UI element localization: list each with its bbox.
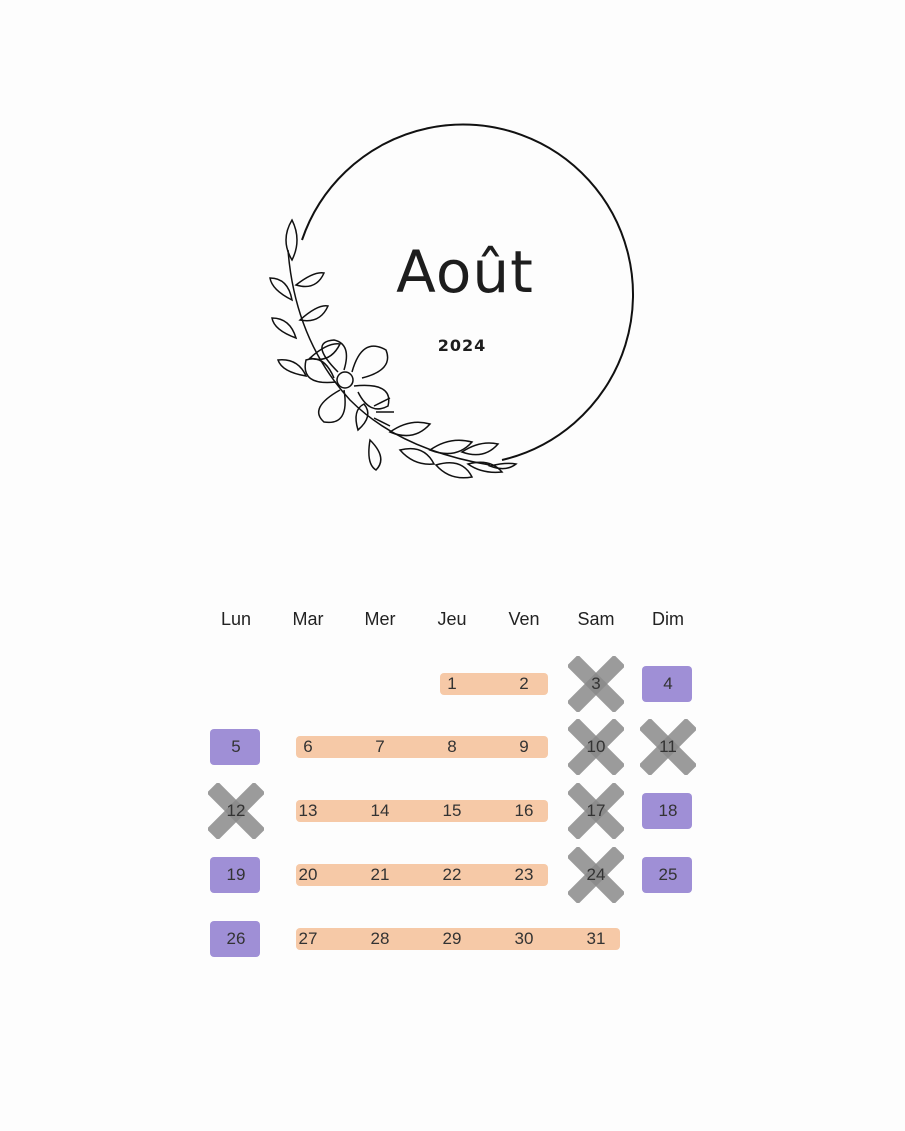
highlight-square: [642, 793, 692, 829]
cross-mark-icon: [640, 719, 696, 775]
day-number: 27: [298, 929, 318, 948]
day-number: 19: [226, 865, 246, 884]
weekday-label: Mer: [364, 609, 396, 629]
day-number: 28: [370, 929, 390, 948]
day-number: 4: [663, 674, 673, 693]
cross-mark-icon: [568, 847, 624, 903]
highlight-range: [440, 673, 548, 695]
day-number: 1: [447, 674, 457, 693]
cross-mark-icon: [568, 719, 624, 775]
day-number: 8: [447, 737, 457, 756]
day-number: 3: [591, 674, 601, 693]
weekday-label: Ven: [508, 609, 540, 629]
day-number: 26: [226, 929, 246, 948]
day-number: 29: [442, 929, 462, 948]
day-number: 12: [226, 801, 246, 820]
highlight-range: [296, 864, 548, 886]
weekday-label: Jeu: [437, 609, 467, 629]
day-number: 6: [303, 737, 313, 756]
day-number: 16: [514, 801, 534, 820]
day-number: 23: [514, 865, 534, 884]
highlight-square: [210, 921, 260, 957]
day-number: 11: [659, 737, 677, 756]
highlight-square: [210, 729, 260, 765]
weekday-label: Mar: [292, 609, 324, 629]
day-number: 15: [442, 801, 462, 820]
floral-wreath-icon: [269, 123, 634, 479]
day-number: 18: [658, 801, 678, 820]
highlight-square: [210, 857, 260, 893]
highlight-square: [642, 666, 692, 702]
weekday-label: Lun: [220, 609, 252, 629]
cross-mark-icon: [208, 783, 264, 839]
highlight-square: [642, 857, 692, 893]
day-number: 20: [298, 865, 318, 884]
highlight-range: [296, 928, 620, 950]
day-number: 25: [658, 865, 678, 884]
cross-mark-icon: [568, 656, 624, 712]
day-number: 7: [375, 737, 385, 756]
day-number: 21: [370, 865, 390, 884]
cross-mark-icon: [568, 783, 624, 839]
day-number: 14: [370, 801, 390, 820]
day-number: 13: [298, 801, 318, 820]
month-title: Août: [396, 238, 534, 306]
highlight-range: [296, 800, 548, 822]
day-number: 9: [519, 737, 529, 756]
day-number: 31: [586, 929, 606, 948]
day-number: 30: [514, 929, 534, 948]
day-number: 10: [586, 737, 606, 756]
weekday-label: Dim: [652, 609, 684, 629]
day-number: 2: [519, 674, 529, 693]
day-number: 17: [586, 801, 606, 820]
day-number: 22: [442, 865, 462, 884]
highlight-range: [296, 736, 548, 758]
year-label: 2024: [437, 336, 487, 355]
weekday-label: Sam: [577, 609, 615, 629]
day-number: 5: [231, 737, 241, 756]
day-number: 24: [586, 865, 606, 884]
